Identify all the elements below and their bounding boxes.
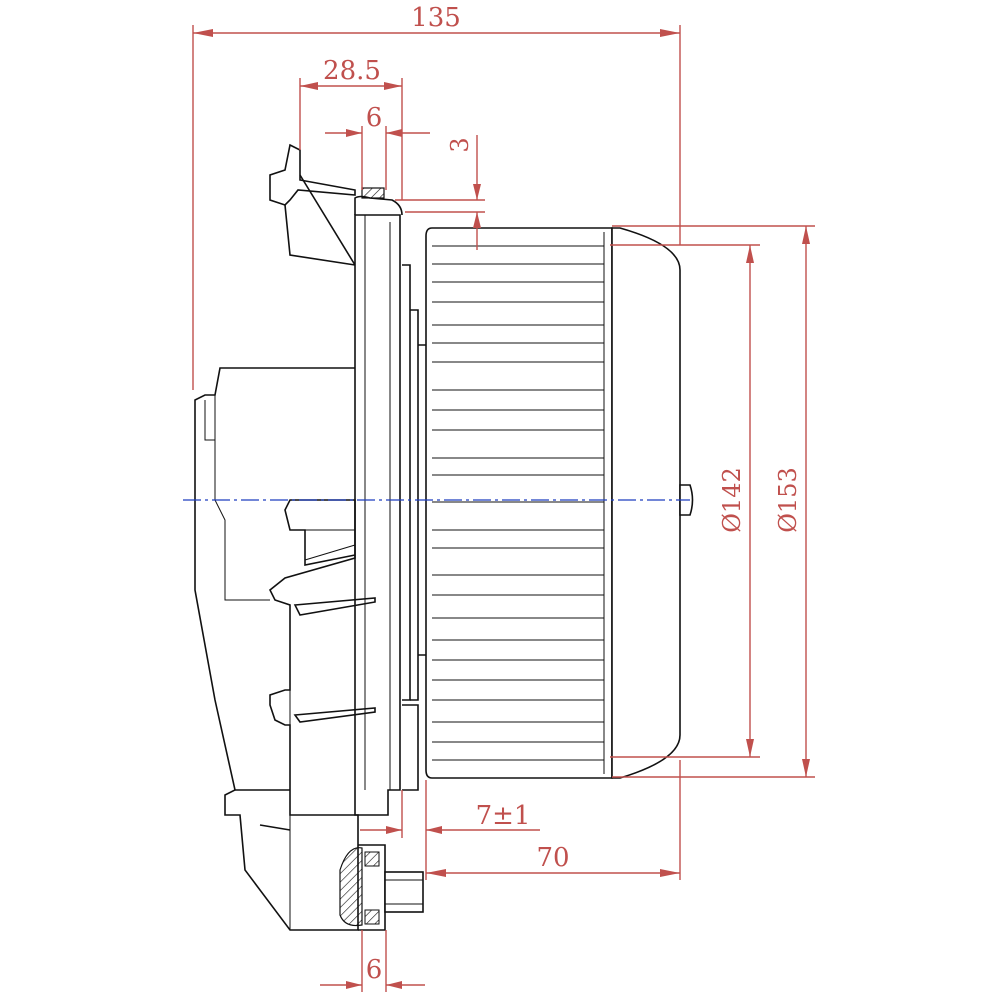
terminal-lower	[293, 707, 376, 723]
shaft	[384, 871, 424, 913]
dim-wheel-inner-diameter-label: Ø142	[718, 467, 746, 532]
dim-overall-length-label: 135	[411, 3, 461, 33]
dim-flange-to-housing-label: 28.5	[323, 56, 381, 86]
blade-lines	[432, 245, 604, 761]
dim-wheel-outer-diameter: Ø153	[612, 225, 815, 778]
dim-flange-thickness-top: 6	[325, 103, 430, 190]
dim-wheel-inner-diameter: Ø142	[610, 244, 760, 758]
dim-flange-thickness-bottom: 6	[320, 930, 425, 992]
dim-wheel-outer-diameter-label: Ø153	[774, 467, 802, 532]
terminal-upper	[293, 597, 376, 616]
dim-top-gap-label: 3	[446, 137, 474, 152]
dim-flange-to-housing: 28.5	[299, 56, 403, 200]
dim-overall-length: 135	[192, 3, 681, 390]
wheel-shroud	[611, 227, 681, 779]
dim-hub-offset: 7±1	[360, 780, 540, 880]
dim-wheel-depth: 70	[426, 760, 681, 880]
blower-wheel	[425, 227, 694, 779]
dim-top-gap: 3	[395, 135, 485, 250]
wheel-blades	[425, 227, 613, 779]
dim-flange-thickness-bottom-label: 6	[366, 955, 383, 985]
dim-flange-thickness-top-label: 6	[366, 103, 383, 133]
motor-housing	[194, 367, 359, 931]
dim-hub-offset-label: 7±1	[476, 801, 531, 831]
dim-wheel-depth-label: 70	[536, 843, 569, 873]
motor-body	[194, 143, 429, 931]
mounting-flange	[354, 214, 401, 816]
